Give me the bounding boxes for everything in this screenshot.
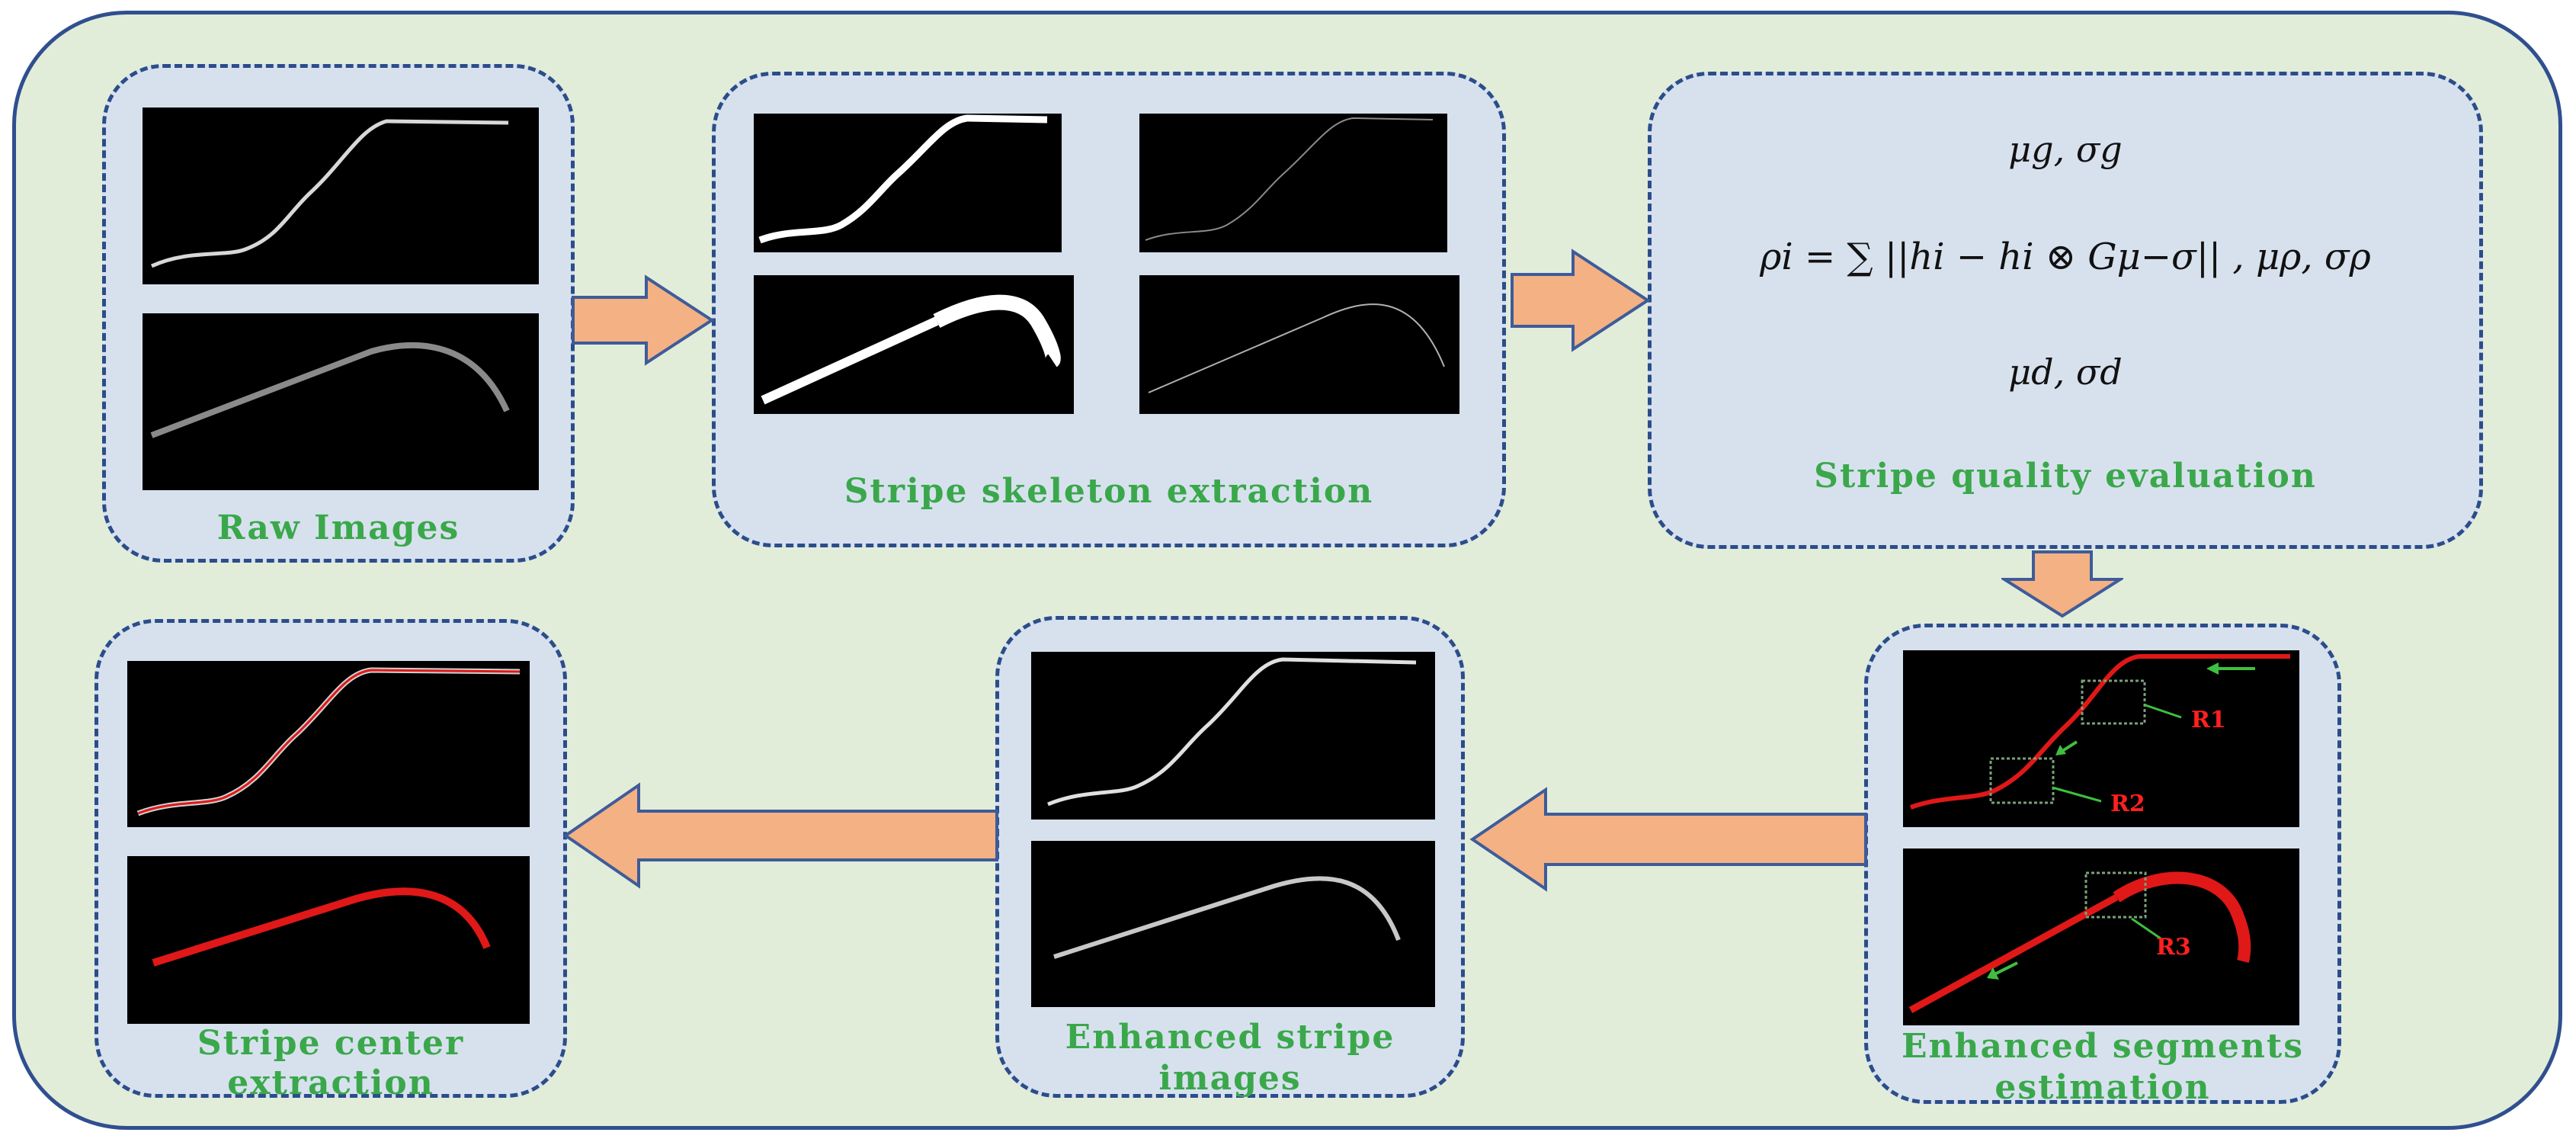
enhanced-image-bottom	[1031, 841, 1435, 1007]
arrow-skeleton-to-quality	[1511, 249, 1651, 352]
enhanced-label-line2: images	[1158, 1059, 1302, 1098]
enhanced-image-top	[1031, 652, 1435, 820]
segments-image-top: R1 R2	[1903, 650, 2299, 827]
equation-distance-stats: μd, σd	[2008, 351, 2123, 393]
region-label-r1: R1	[2191, 707, 2226, 733]
region-label-r3: R3	[2156, 934, 2191, 961]
quality-panel: μg, σg ρi = ∑ ||hi − hi ⊗ Gμ−σ|| , μρ, σ…	[1648, 72, 2483, 549]
center-label-line2: extraction	[227, 1063, 434, 1102]
equation-rho: ρi = ∑ ||hi − hi ⊗ Gμ−σ|| , μρ, σρ	[1760, 236, 2371, 278]
segments-panel: R1 R2 R3 Enhanced segments estimation	[1864, 624, 2341, 1107]
segments-image-bottom: R3	[1903, 848, 2299, 1025]
center-label-line1: Stripe center	[197, 1024, 465, 1063]
segments-label-line2: estimation	[1994, 1068, 2211, 1107]
segments-label-line1: Enhanced segments	[1901, 1027, 2305, 1066]
arrow-raw-to-skeleton	[572, 274, 715, 366]
raw-images-panel: Raw Images	[102, 64, 575, 563]
arrow-segments-to-enhanced	[1469, 787, 1867, 892]
raw-image-bottom	[143, 313, 539, 490]
skeleton-panel: Stripe skeleton extraction	[712, 72, 1506, 547]
quality-label: Stripe quality evaluation	[1814, 457, 2317, 496]
equation-gradient-stats: μg, σg	[2008, 129, 2123, 170]
center-image-top	[127, 661, 530, 827]
skeleton-image-thin-bottom	[1139, 275, 1459, 414]
raw-image-top	[143, 107, 539, 284]
enhanced-label-line1: Enhanced stripe	[1065, 1018, 1395, 1057]
skeleton-label: Stripe skeleton extraction	[844, 472, 1374, 511]
center-panel: Stripe center extraction	[95, 619, 567, 1102]
center-image-bottom	[127, 856, 530, 1024]
skeleton-image-thick-bottom	[754, 275, 1074, 414]
arrow-enhanced-to-center	[562, 782, 998, 889]
region-label-r2: R2	[2110, 791, 2145, 817]
raw-images-label: Raw Images	[216, 508, 460, 547]
enhanced-panel: Enhanced stripe images	[995, 616, 1465, 1098]
skeleton-image-thin-top	[1139, 114, 1447, 252]
arrow-quality-to-segments	[2001, 550, 2123, 618]
skeleton-image-thick-top	[754, 114, 1062, 252]
